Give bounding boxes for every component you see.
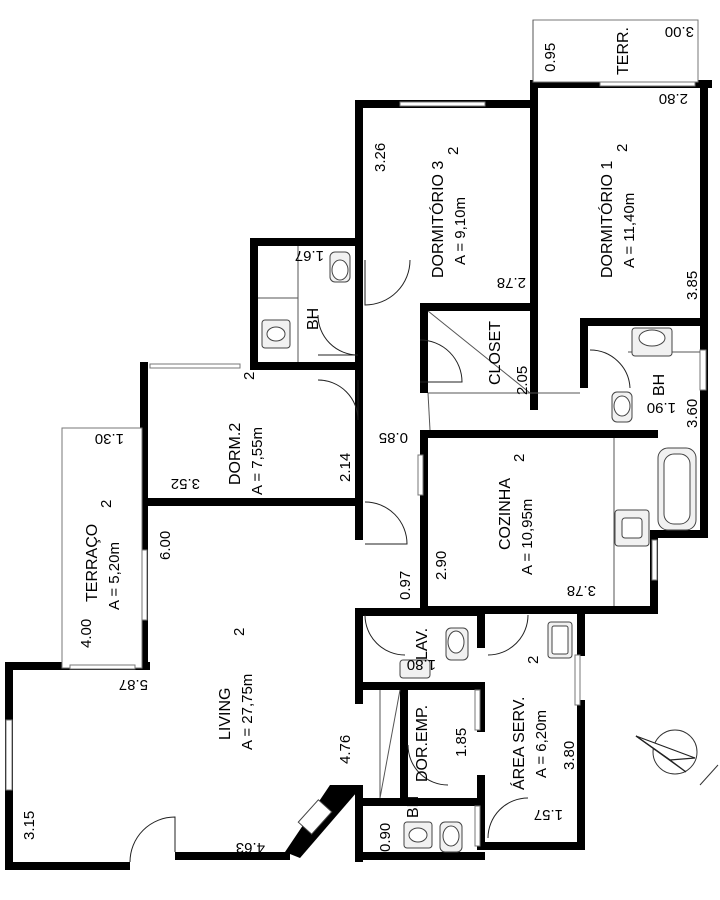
dim-terr-width: 0.95 [542,43,559,72]
dim-living-c: 4.76 [337,735,354,764]
dim-terraco-a: 1.30 [95,430,124,447]
dim-dorm3-b: 2.78 [497,274,526,291]
dim-bh-bottom: 0.90 [377,823,394,852]
room-area-serv-area: A = 6,20m [533,710,550,778]
room-cozinha-area: A = 10,95m [519,499,536,575]
room-terraco-area: A = 5,20m [106,542,123,610]
dim-bh-top: 1.67 [295,247,324,264]
dimensions: 0.95 3.26 3.85 2.05 3.60 2.14 4.00 6.00 … [21,23,701,856]
dim-living-d: 3.15 [21,811,38,840]
dim-dor-emp: 1.85 [453,728,470,757]
dim-hall: 0.85 [379,429,408,446]
dim-living-b: 5.87 [119,676,148,693]
room-living-name: LIVING [217,688,234,740]
north-arrow-icon [635,729,719,786]
dim-dorm2-b: 2.14 [337,453,354,482]
room-dorm3-area: A = 9,10m [452,197,469,265]
room-living-area-unit: 2 [231,628,248,636]
room-bh-right: BH [651,374,668,396]
room-area-serv-name: ÁREA SERV. [509,697,528,790]
room-dorm2-area-unit: 2 [241,372,258,380]
room-labels: TERR. DORMITÓRIO 3 A = 9,10m 2 DORMITÓRI… [84,27,668,818]
room-bh-bottom: BH [405,796,422,818]
thin-lines [5,19,707,847]
dim-closet: 2.05 [514,366,531,395]
room-dor-emp: DOR.EMP. [414,705,431,782]
room-dorm1-area: A = 11,40m [621,193,638,268]
dim-area-serv-b: 1.57 [534,806,563,823]
fixtures [261,251,697,853]
room-closet: CLOSET [487,321,504,385]
room-lav: LAV. [414,628,431,660]
room-dorm3-area-unit: 2 [445,147,462,155]
room-dorm3-name: DORMITÓRIO 3 [428,161,447,278]
room-bh-top: BH [305,308,322,330]
room-area-serv-area-unit: 2 [525,656,542,664]
room-dorm1-name: DORMITÓRIO 1 [597,161,616,278]
dim-terraco-b: 4.00 [78,619,95,648]
dim-dorm1-b: 3.85 [684,271,701,300]
dim-cozinha-a: 2.90 [433,551,450,580]
room-terraco-name: TERRAÇO [84,524,101,602]
doors [129,259,631,863]
dim-bh-right-a: 1.90 [647,399,676,416]
room-terr-top: TERR. [615,27,632,75]
dim-bh-right-b: 3.60 [684,399,701,428]
dim-corridor: 0.97 [397,571,414,600]
dim-dorm1-a: 2.80 [659,90,688,107]
dim-area-serv-a: 3.80 [561,741,578,770]
dim-dorm2-a: 3.52 [171,475,200,492]
room-dorm2-area: A = 7,55m [249,427,266,495]
room-cozinha-area-unit: 2 [511,454,528,462]
dim-living-a: 6.00 [157,531,174,560]
dim-living-e: 4.63 [236,839,265,856]
room-dorm2-name: DORM.2 [227,423,244,485]
dim-terr-length: 3.00 [665,23,694,40]
room-terraco-area-unit: 2 [98,500,115,508]
room-cozinha-name: COZINHA [497,478,514,550]
dim-cozinha-b: 3.78 [567,582,596,599]
walls [5,80,712,870]
dim-dorm3-a: 3.26 [372,143,389,172]
room-living-area: A = 27,75m [239,674,256,750]
room-dorm1-area-unit: 2 [614,144,631,152]
dim-lav: 1.80 [407,656,436,673]
